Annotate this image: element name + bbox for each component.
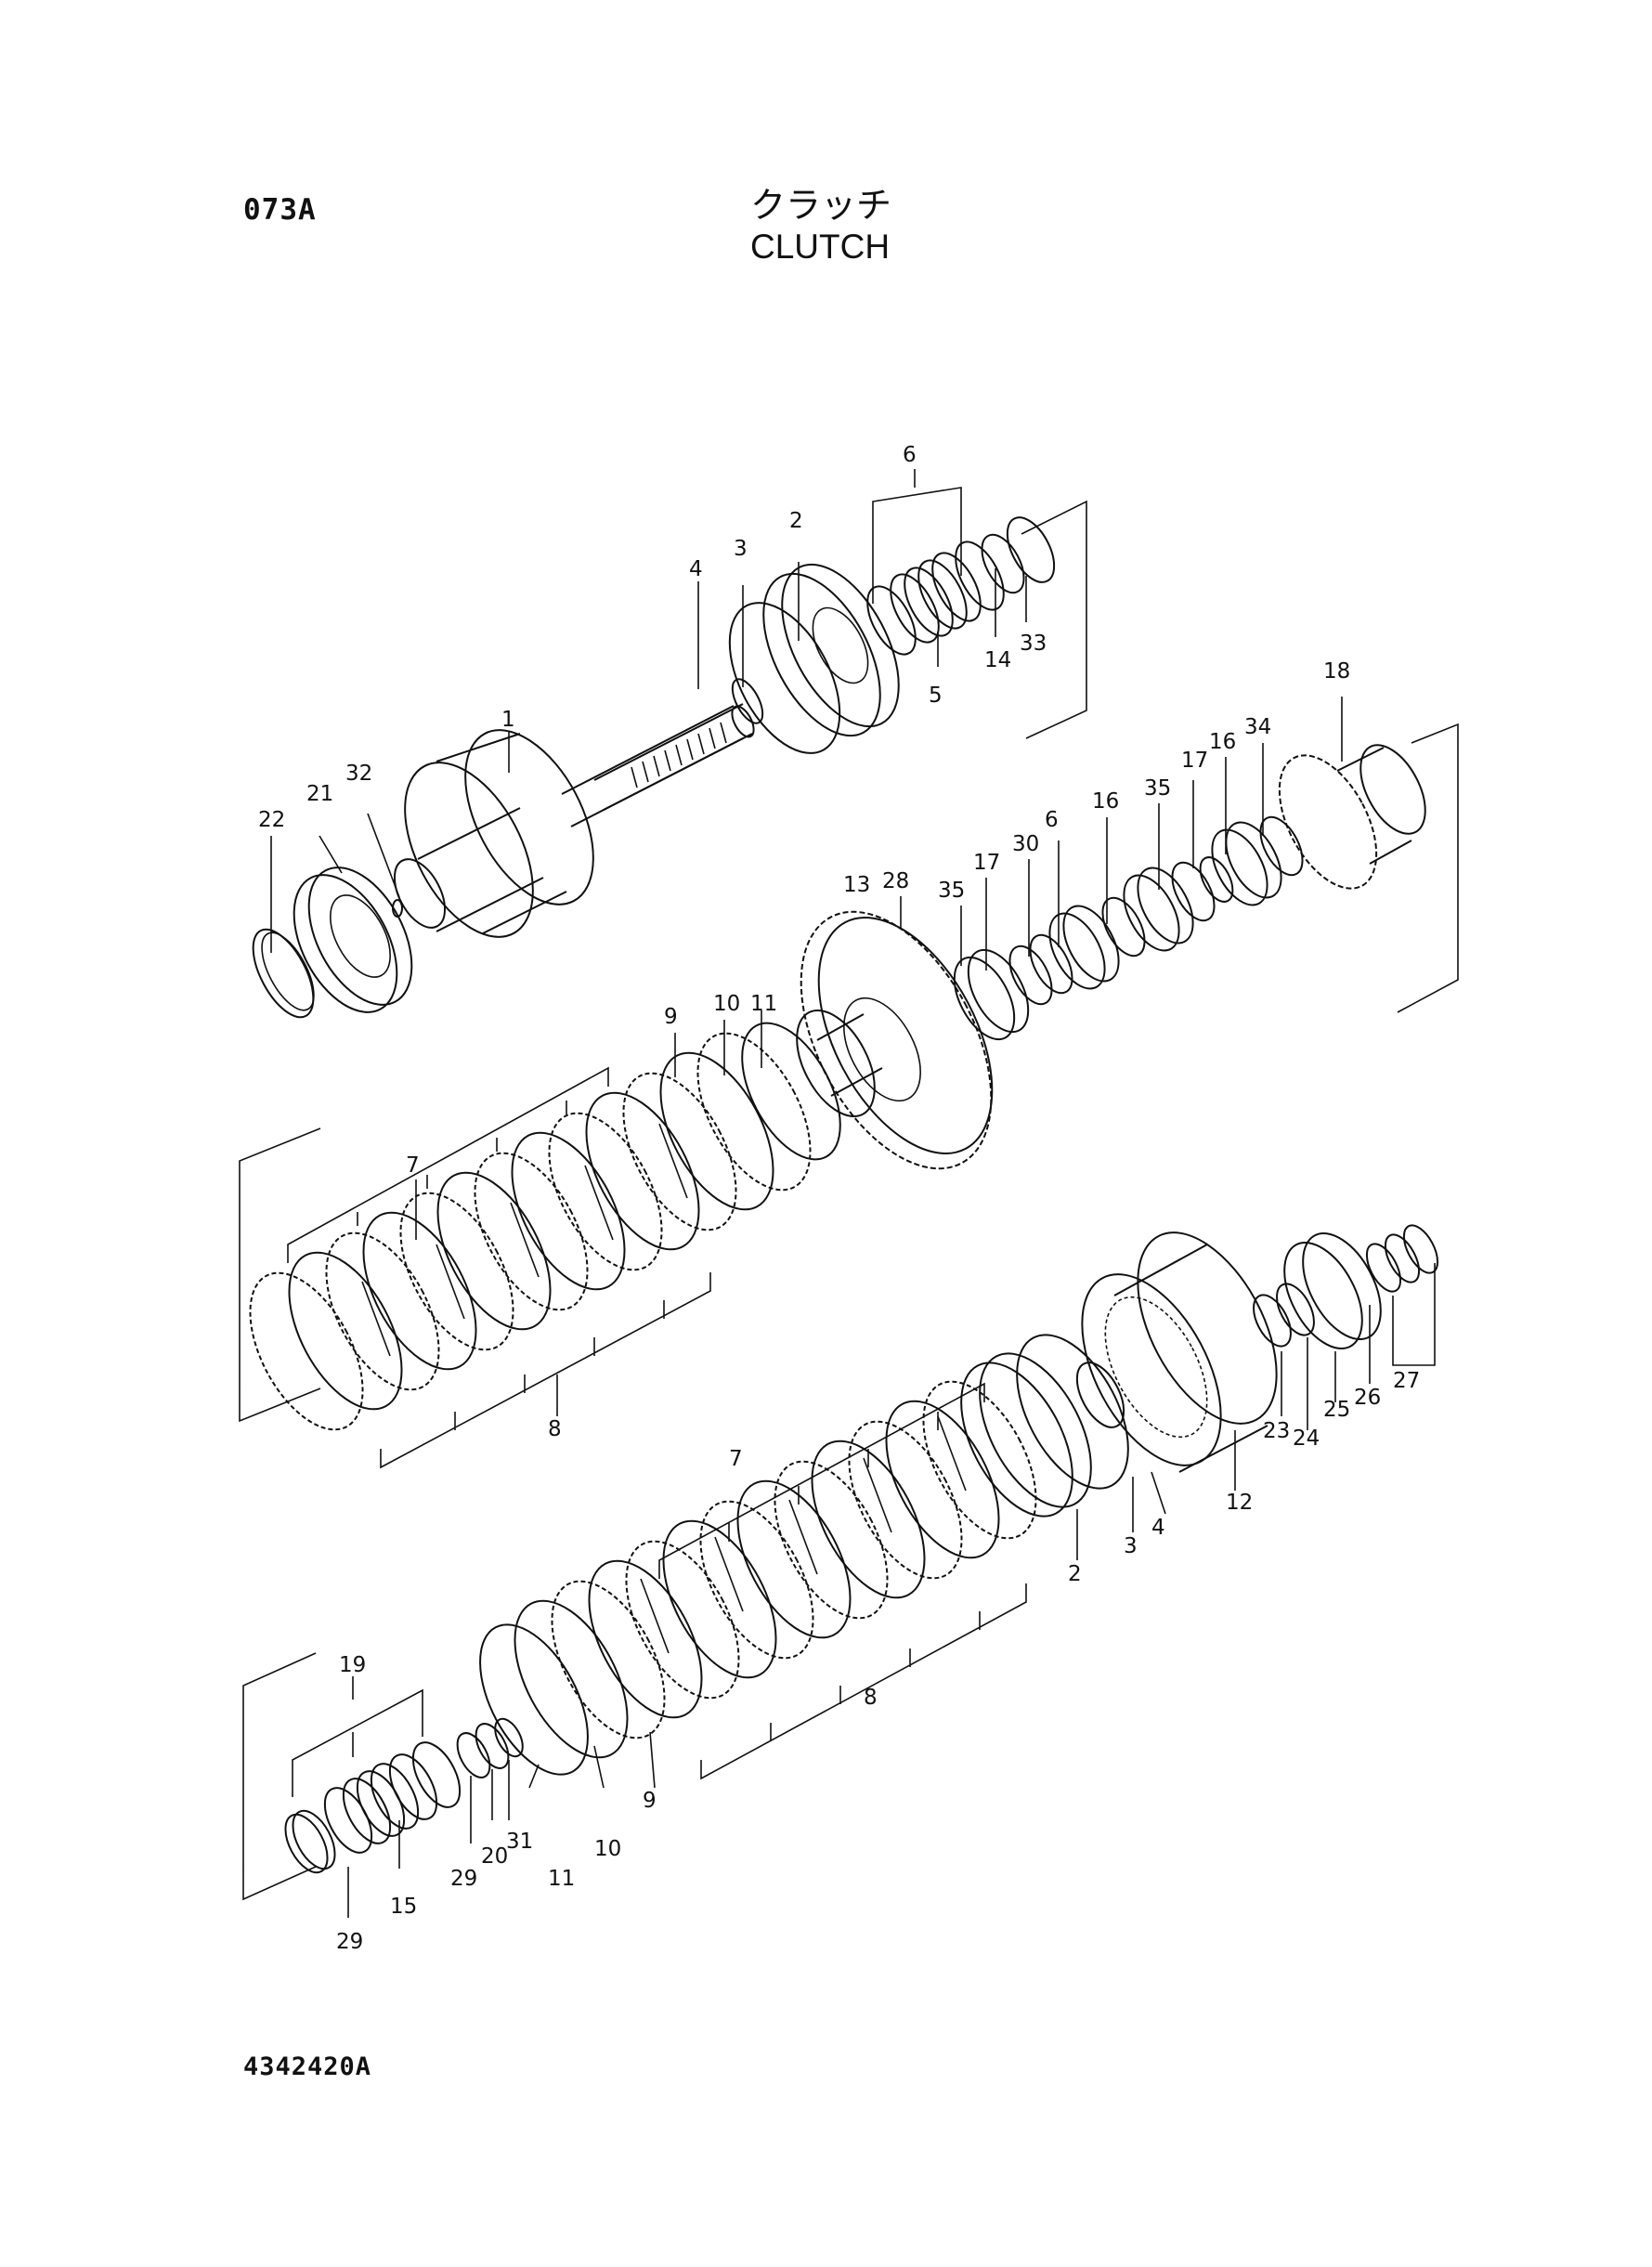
callout-29: 29	[450, 1867, 477, 1891]
callout-34: 34	[1244, 715, 1271, 739]
callout-10: 10	[594, 1837, 621, 1861]
callout-2: 2	[789, 509, 803, 533]
callout-24: 24	[1293, 1427, 1320, 1451]
callout-20: 20	[481, 1844, 508, 1869]
callout-1: 1	[501, 708, 515, 732]
callout-6: 6	[1045, 808, 1059, 832]
callout-2: 2	[1068, 1562, 1082, 1586]
callout-15: 15	[390, 1895, 417, 1919]
callout-26: 26	[1354, 1386, 1381, 1410]
callout-22: 22	[258, 808, 285, 832]
callout-28: 28	[882, 869, 909, 893]
callout-3: 3	[734, 537, 748, 561]
callout-6: 6	[903, 443, 917, 467]
callout-8: 8	[548, 1417, 562, 1441]
callout-27: 27	[1393, 1369, 1420, 1393]
shaft-assembly	[252, 469, 1087, 1019]
callout-13: 13	[843, 873, 870, 897]
callout-9: 9	[664, 1005, 678, 1029]
callout-7: 7	[729, 1447, 743, 1471]
callout-18: 18	[1323, 659, 1350, 684]
callout-5: 5	[929, 684, 943, 708]
callout-23: 23	[1263, 1419, 1290, 1443]
title-english: CLUTCH	[750, 228, 891, 266]
callout-17: 17	[1181, 749, 1208, 773]
upper-clutch-pack	[239, 1010, 841, 1469]
callout-labels: 6 3 2 4 14 33 5 1 32 21 22 18 34 16 17 3…	[258, 443, 1420, 1954]
figure-code: 073A	[243, 193, 317, 227]
callout-11: 11	[750, 992, 777, 1016]
callout-16: 16	[1092, 789, 1119, 814]
lower-clutch-assembly	[479, 1224, 1439, 1789]
callout-3: 3	[1124, 1534, 1138, 1558]
callout-9: 9	[643, 1789, 657, 1813]
callout-17: 17	[973, 851, 1000, 875]
callout-16: 16	[1209, 730, 1236, 754]
callout-30: 30	[1012, 832, 1039, 856]
lower-left-parts	[242, 1652, 524, 1918]
callout-19: 19	[339, 1653, 366, 1677]
drawing-number: 4342420A	[243, 2052, 372, 2081]
callout-4: 4	[689, 557, 703, 581]
callout-25: 25	[1323, 1398, 1350, 1422]
callout-35: 35	[938, 879, 965, 903]
callout-4: 4	[1151, 1516, 1165, 1540]
callout-7: 7	[406, 1153, 420, 1178]
callout-35: 35	[1144, 776, 1171, 801]
callout-8: 8	[864, 1686, 878, 1710]
callout-29: 29	[336, 1930, 363, 1954]
callout-33: 33	[1020, 632, 1047, 656]
callout-11: 11	[548, 1867, 575, 1891]
title-japanese: クラッチ	[750, 185, 892, 226]
callout-31: 31	[506, 1830, 533, 1854]
callout-10: 10	[713, 992, 740, 1016]
callout-32: 32	[345, 762, 372, 786]
callout-14: 14	[984, 648, 1011, 672]
callout-12: 12	[1226, 1491, 1253, 1515]
callout-21: 21	[306, 782, 333, 806]
gear-assembly	[796, 697, 1459, 1170]
